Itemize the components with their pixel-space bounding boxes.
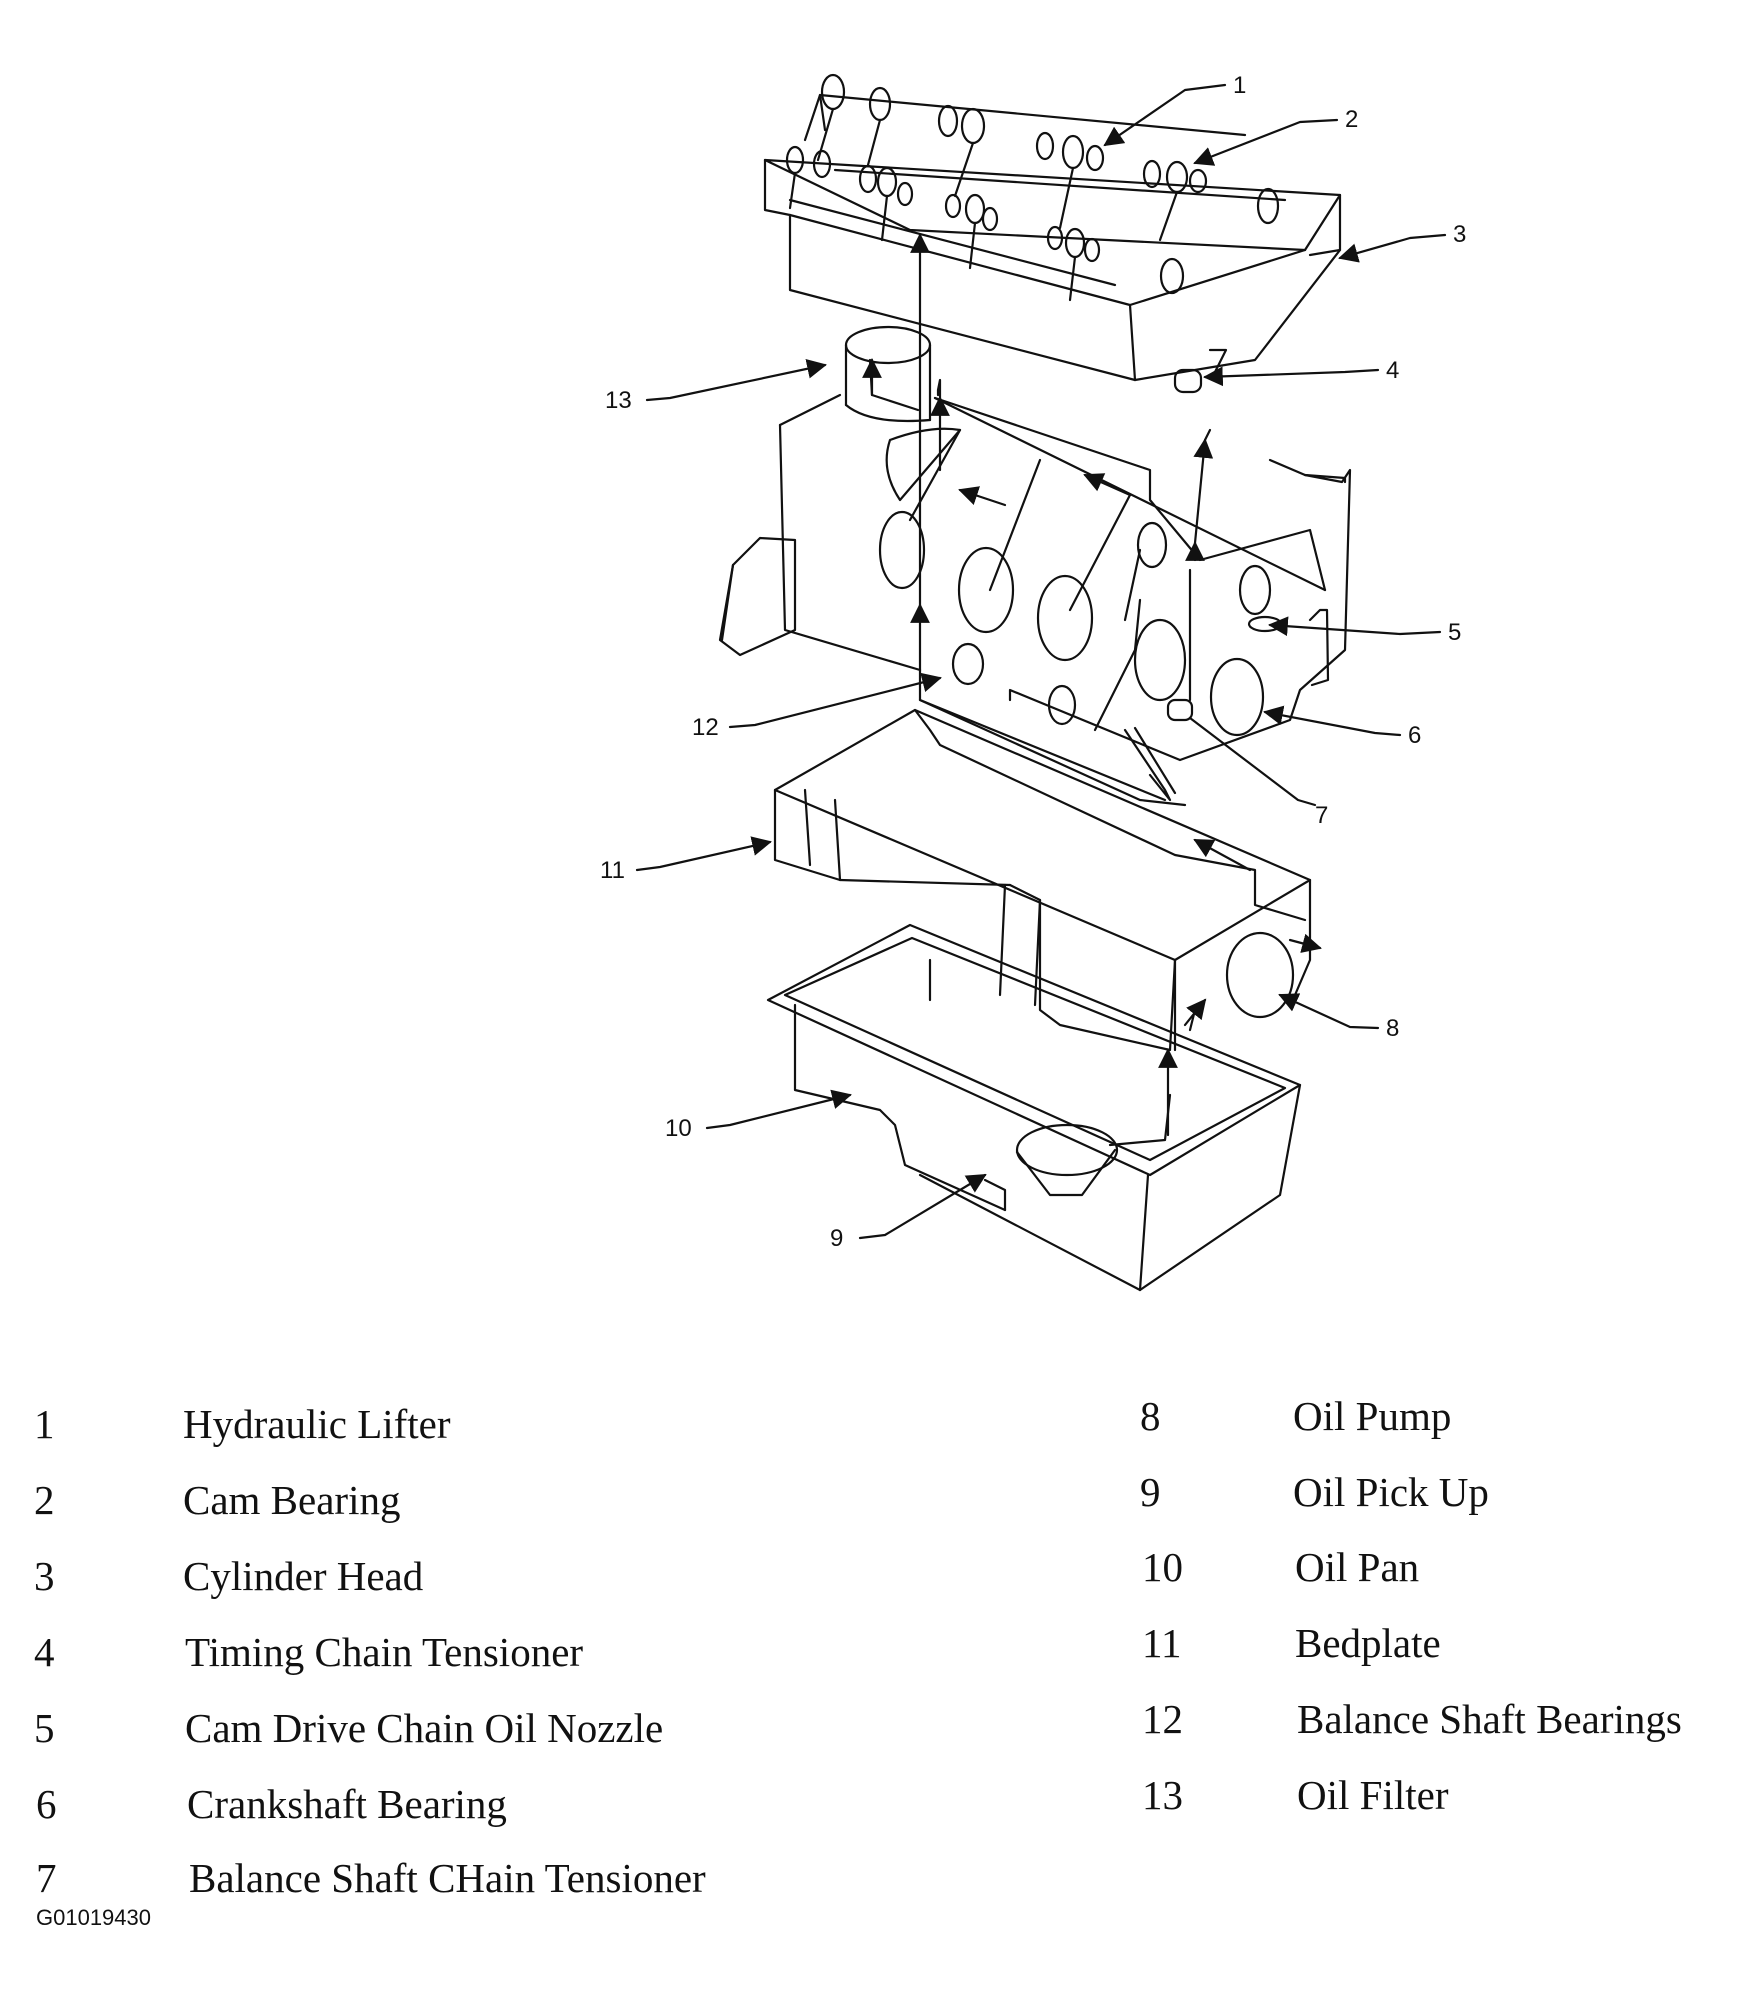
legend-number: 11 bbox=[1142, 1620, 1182, 1666]
legend-label: Oil Filter bbox=[1297, 1772, 1449, 1818]
callout-number: 1 bbox=[1233, 72, 1246, 99]
legend-label: Oil Pan bbox=[1295, 1544, 1420, 1590]
callout-number: 6 bbox=[1408, 722, 1421, 749]
legend-number: 13 bbox=[1142, 1772, 1183, 1818]
legend-label: Hydraulic Lifter bbox=[183, 1401, 451, 1447]
legend-number: 2 bbox=[34, 1477, 55, 1523]
legend-label: Timing Chain Tensioner bbox=[185, 1629, 584, 1675]
callout-number: 13 bbox=[605, 387, 632, 414]
legend-number: 6 bbox=[36, 1781, 57, 1827]
oil-pan bbox=[766, 923, 1302, 1292]
callout-number: 5 bbox=[1448, 619, 1461, 646]
legend-number: 1 bbox=[34, 1401, 55, 1447]
callout-number: 3 bbox=[1453, 221, 1466, 248]
callout-numbers: 1 2 3 4 5 6 7 8 9 10 11 12 13 bbox=[600, 72, 1466, 1252]
callout-number: 4 bbox=[1386, 357, 1399, 384]
legend-number: 12 bbox=[1142, 1696, 1183, 1742]
legend-number: 3 bbox=[34, 1553, 55, 1599]
engine-block bbox=[718, 393, 1352, 807]
legend-label: Oil Pump bbox=[1293, 1393, 1452, 1439]
callout-number: 2 bbox=[1345, 106, 1358, 133]
legend-number: 9 bbox=[1140, 1469, 1161, 1515]
callout-number: 10 bbox=[665, 1115, 692, 1142]
legend-label: Balance Shaft CHain Tensioner bbox=[189, 1855, 706, 1901]
oil-filter bbox=[844, 325, 932, 423]
callout-number: 9 bbox=[830, 1225, 843, 1252]
cylinder-head bbox=[763, 73, 1342, 394]
legend-number: 8 bbox=[1140, 1393, 1161, 1439]
callout-leaders bbox=[635, 83, 1447, 1240]
legend-number: 4 bbox=[34, 1629, 55, 1675]
legend-label: Oil Pick Up bbox=[1293, 1469, 1489, 1515]
oil-flow-arrows bbox=[862, 233, 1322, 1137]
figure-code: G01019430 bbox=[36, 1905, 151, 1930]
legend-label: Cam Drive Chain Oil Nozzle bbox=[185, 1705, 664, 1751]
legend-number: 7 bbox=[36, 1855, 57, 1901]
legend-label: Bedplate bbox=[1295, 1620, 1441, 1666]
legend-number: 5 bbox=[34, 1705, 55, 1751]
callout-number: 7 bbox=[1315, 802, 1328, 829]
callout-number: 12 bbox=[692, 714, 719, 741]
callout-number: 11 bbox=[600, 857, 625, 884]
legend-label: Crankshaft Bearing bbox=[187, 1781, 507, 1827]
legend-label: Cylinder Head bbox=[183, 1553, 424, 1599]
legend-number: 10 bbox=[1142, 1544, 1183, 1590]
bedplate bbox=[773, 708, 1312, 1052]
legend-label: Balance Shaft Bearings bbox=[1297, 1696, 1682, 1742]
engine-lubrication-diagram: 1 2 3 4 5 6 7 8 9 10 11 12 13 bbox=[600, 72, 1466, 1292]
legend-label: Cam Bearing bbox=[183, 1477, 401, 1523]
callout-number: 8 bbox=[1386, 1015, 1399, 1042]
